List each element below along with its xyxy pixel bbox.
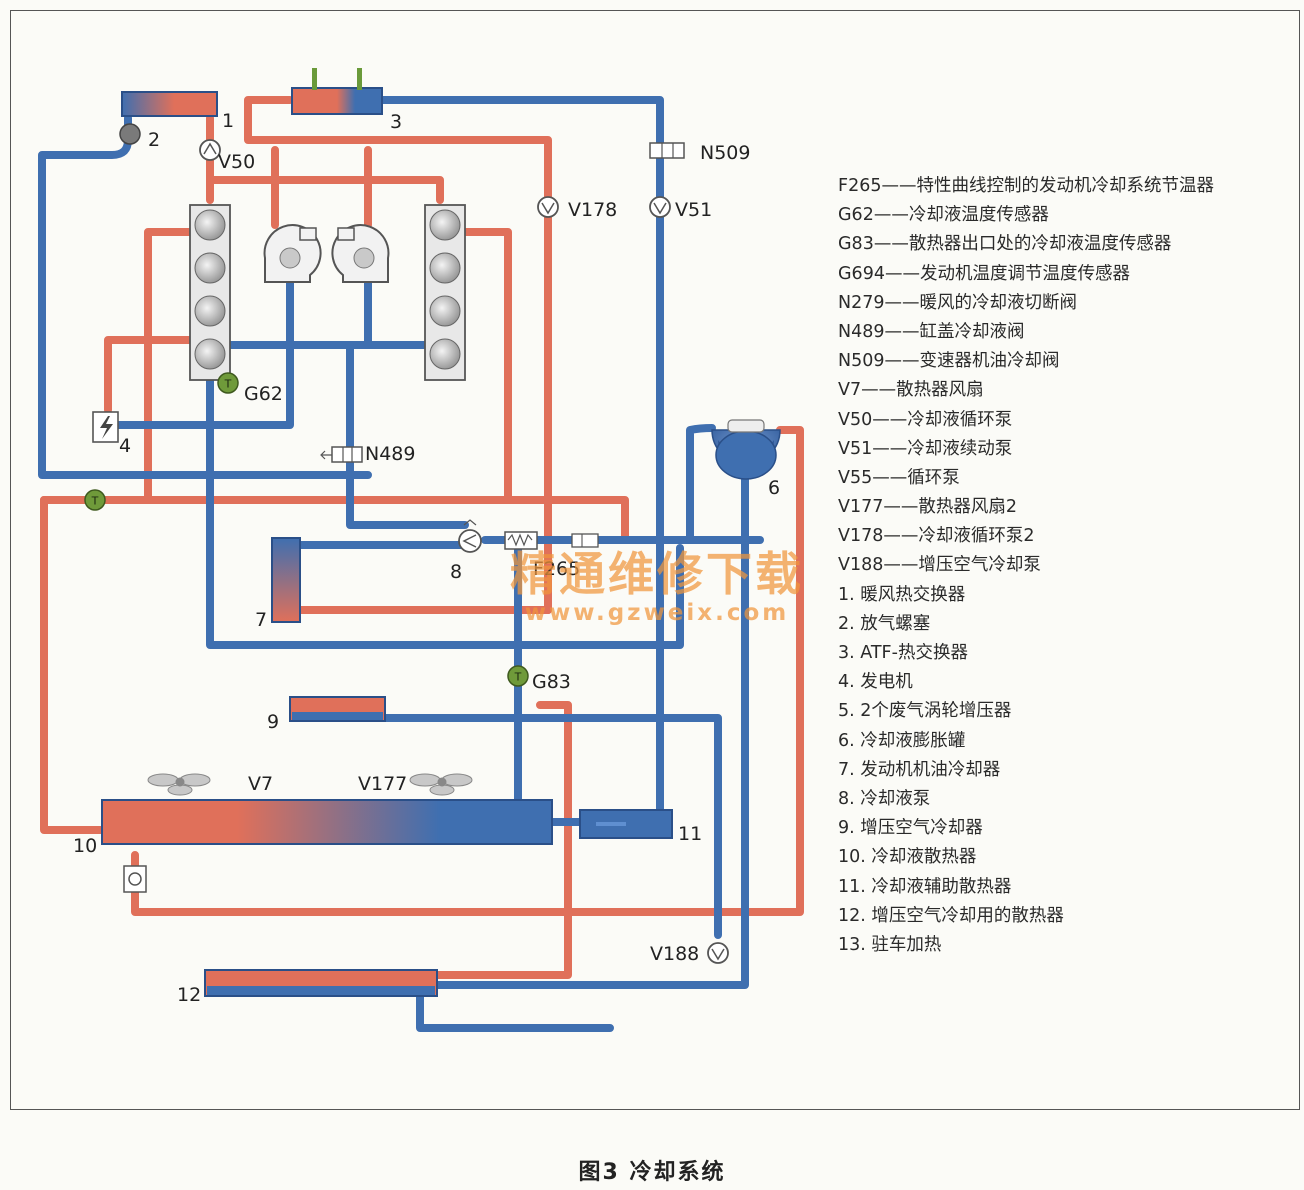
v188-pump-icon: [707, 942, 729, 964]
label-g83: G83: [532, 671, 571, 693]
diagram-labels: 1 2 3 V50 V178 V51 N509 G62 4 N489 6 8 F…: [73, 110, 780, 1006]
legend-item: G694——发动机温度调节温度传感器: [838, 263, 1130, 284]
legend-item: V7——散热器风扇: [838, 380, 984, 401]
label-6: 6: [768, 477, 780, 499]
charge-air-cooler: [289, 696, 386, 722]
label-1: 1: [222, 110, 234, 132]
label-v50: V50: [218, 151, 255, 173]
label-v7: V7: [248, 773, 273, 795]
legend-item: G62——冷却液温度传感器: [838, 205, 1049, 226]
legend-item: 2. 放气螺塞: [838, 613, 931, 634]
legend-item: 7. 发动机机油冷却器: [838, 759, 1001, 780]
svg-text:T: T: [514, 671, 522, 684]
label-7: 7: [255, 609, 267, 631]
legend-item: V178——冷却液循环泵2: [838, 526, 1035, 547]
parking-heater-icon: [123, 865, 147, 893]
legend-list: F265——特性曲线控制的发动机冷却系统节温器 G62——冷却液温度传感器 G8…: [838, 172, 1214, 960]
legend-item: 11. 冷却液辅助散热器: [838, 876, 1012, 897]
label-v178: V178: [568, 199, 617, 221]
atf-heat-exchanger: [291, 68, 383, 115]
svg-text:T: T: [91, 495, 99, 508]
legend-item: 10. 冷却液散热器: [838, 847, 977, 868]
label-2: 2: [148, 129, 160, 151]
v50-pump-icon: [199, 139, 221, 161]
heater-core: [121, 91, 218, 117]
legend-item: 12. 增压空气冷却用的散热器: [838, 905, 1064, 926]
turbocharger-right-icon: [331, 224, 390, 283]
n489-solenoid-valve-icon: [320, 446, 363, 463]
legend-item: G83——散热器出口处的冷却液温度传感器: [838, 234, 1172, 255]
legend-item: V177——散热器风扇2: [838, 497, 1018, 518]
legend-item: N489——缸盖冷却液阀: [838, 321, 1025, 342]
coolant-pump-icon: [458, 519, 482, 553]
legend-item: 6. 冷却液膨胀罐: [838, 730, 966, 751]
legend-item: V188——增压空气冷却泵: [838, 555, 1041, 576]
g83-temperature-sensor-icon: T: [507, 665, 529, 687]
cylinder-bank-right: [424, 204, 466, 381]
label-v51: V51: [675, 199, 712, 221]
legend-item: 13. 驻车加热: [838, 934, 942, 955]
v177-fan-icon: [409, 773, 473, 796]
diagram-frame: [10, 10, 1300, 1110]
label-n509: N509: [700, 142, 750, 164]
n279-solenoid-valve-icon: [571, 533, 599, 548]
v51-pump-icon: [649, 196, 671, 218]
label-g62: G62: [244, 383, 283, 405]
legend-item: N279——暖风的冷却液切断阀: [838, 292, 1077, 313]
label-v177: V177: [358, 773, 407, 795]
g62-temperature-sensor-icon: T: [217, 372, 239, 394]
legend-item: V50——冷却液循环泵: [838, 409, 1013, 430]
engine-oil-cooler: [271, 537, 301, 623]
legend-item: 9. 增压空气冷却器: [838, 818, 983, 839]
alternator-lightning-icon: [92, 411, 119, 443]
figure-caption: 图3 冷却系统: [578, 1160, 726, 1185]
f265-thermostat-icon: [504, 531, 538, 550]
label-n489: N489: [365, 443, 415, 465]
svg-text:T: T: [224, 378, 232, 391]
label-10: 10: [73, 835, 97, 857]
cylinder-bank-left: [189, 204, 231, 381]
bleed-screw: [119, 123, 141, 145]
v178-pump-icon: [537, 196, 559, 218]
label-8: 8: [450, 561, 462, 583]
label-3: 3: [390, 111, 402, 133]
legend-item: 4. 发电机: [838, 672, 913, 693]
legend-item: 3. ATF-热交换器: [838, 643, 968, 663]
legend-item: F265——特性曲线控制的发动机冷却系统节温器: [838, 176, 1214, 196]
label-f265: F265: [533, 558, 580, 580]
label-v188: V188: [650, 943, 699, 965]
auxiliary-radiator: [579, 809, 673, 839]
charge-air-radiator: [204, 969, 438, 997]
n509-solenoid-valve-icon: [649, 142, 685, 159]
v7-fan-icon: [147, 773, 211, 796]
label-4: 4: [119, 435, 131, 457]
legend-item: V55——循环泵: [838, 467, 960, 488]
expansion-tank: [711, 419, 781, 480]
legend-item: 1. 暖风热交换器: [838, 584, 966, 605]
legend-item: 8. 冷却液泵: [838, 788, 931, 809]
label-11: 11: [678, 823, 702, 845]
g694-temperature-sensor-icon: T: [84, 489, 106, 511]
legend-item: V51——冷却液续动泵: [838, 438, 1013, 459]
legend-item: 5. 2个废气涡轮增压器: [838, 701, 1012, 722]
turbocharger-left-icon: [263, 224, 322, 283]
coolant-radiator: [101, 799, 553, 845]
label-12: 12: [177, 984, 201, 1006]
label-9: 9: [267, 711, 279, 733]
legend-item: N509——变速器机油冷却阀: [838, 351, 1060, 372]
